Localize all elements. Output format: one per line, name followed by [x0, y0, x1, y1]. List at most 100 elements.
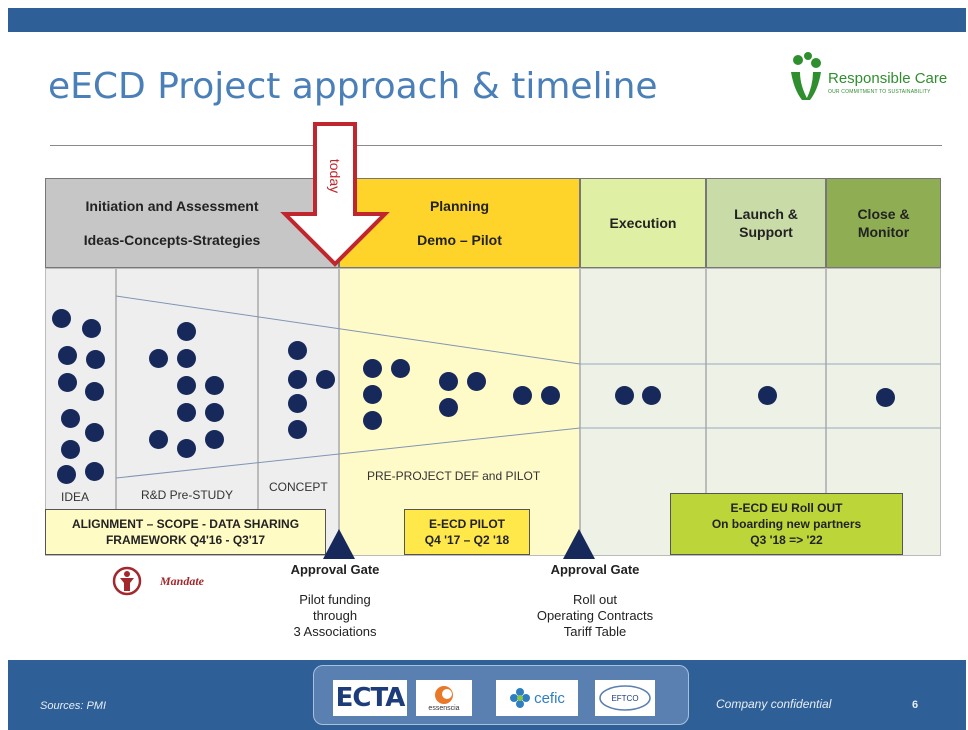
gate-title: Approval Gate: [290, 562, 380, 577]
idea-dot: [58, 373, 77, 392]
rd-dot: [177, 349, 196, 368]
concept-dot: [288, 341, 307, 360]
gate-line: Tariff Table: [563, 624, 627, 639]
rd-dot: [149, 349, 168, 368]
box-line: Q4 '17 – Q2 '18: [424, 533, 510, 547]
gate-2-text: Approval Gate Roll out Operating Contrac…: [520, 562, 670, 640]
gate-line: Pilot funding: [299, 592, 371, 607]
approval-gate-2-icon: [563, 529, 595, 559]
cefic-logo: cefic: [496, 680, 578, 716]
concept-dot: [316, 370, 335, 389]
idea-dot: [61, 440, 80, 459]
stage-label-concept: CONCEPT: [269, 480, 328, 494]
pilot-dot: [439, 372, 458, 391]
confidential-text: Company confidential: [716, 697, 832, 711]
logo-name: Responsible Care: [828, 70, 948, 87]
ecta-logo-text: ECTA: [335, 683, 406, 713]
rd-dot: [149, 430, 168, 449]
phase-initiation: Initiation and Assessment Ideas-Concepts…: [45, 178, 339, 268]
gate-line: 3 Associations: [293, 624, 377, 639]
stage-label-rd: R&D Pre-STUDY: [141, 488, 234, 502]
eftco-logo: EFTCO: [595, 680, 655, 716]
pilot-dot: [513, 386, 532, 405]
sources-text: Sources: PMI: [40, 700, 107, 712]
eftco-ring-icon: [599, 685, 651, 711]
phase-title: Initiation and Assessment: [85, 198, 259, 214]
pilot-dot: [467, 372, 486, 391]
rollout-box: E-ECD EU Roll OUT On boarding new partne…: [670, 493, 903, 555]
logo-tagline: OUR COMMITMENT TO SUSTAINABILITY: [828, 89, 931, 95]
responsible-care-logo-icon: [791, 52, 821, 100]
idea-dot: [86, 350, 105, 369]
concept-dot: [288, 420, 307, 439]
box-line: E-ECD EU Roll OUT: [730, 501, 843, 515]
concept-dot: [288, 394, 307, 413]
close-dot: [876, 388, 895, 407]
idea-dot: [58, 346, 77, 365]
phase-subtitle: Demo – Pilot: [417, 232, 502, 248]
title-divider: [50, 145, 942, 146]
gate-title: Approval Gate: [550, 562, 640, 577]
gate-1-text: Approval Gate Pilot funding through 3 As…: [280, 562, 390, 640]
ecta-logo: ECTA: [333, 680, 407, 716]
phase-title: Planning: [429, 198, 490, 214]
rd-dot: [205, 403, 224, 422]
pilot-dot: [439, 398, 458, 417]
box-line: On boarding new partners: [711, 517, 862, 531]
mandate-icon: [112, 566, 142, 596]
phase-launch: Launch & Support: [706, 178, 826, 268]
essenscia-logo: essenscia: [416, 680, 472, 716]
essenscia-logo-text: essenscia: [428, 704, 460, 712]
rd-dot: [177, 322, 196, 341]
slide-title: eECD Project approach & timeline: [48, 66, 658, 107]
pilot-dot: [541, 386, 560, 405]
phase-title: Execution: [609, 215, 677, 231]
phase-subtitle: Support: [739, 224, 793, 240]
today-label: today: [327, 158, 343, 194]
idea-dot: [61, 409, 80, 428]
idea-dot: [85, 423, 104, 442]
cefic-logo-text: cefic: [534, 689, 565, 707]
page-number: 6: [912, 699, 919, 711]
pilot-dot: [391, 359, 410, 378]
phase-execution: Execution: [580, 178, 706, 268]
essenscia-swirl-icon: [435, 685, 453, 704]
phase-planning: Planning Demo – Pilot: [339, 178, 580, 268]
rd-dot: [205, 430, 224, 449]
alignment-box: ALIGNMENT – SCOPE - DATA SHARING FRAMEWO…: [45, 509, 326, 555]
pilot-box: E-ECD PILOT Q4 '17 – Q2 '18: [404, 509, 530, 555]
rd-dot: [177, 403, 196, 422]
idea-dot: [52, 309, 71, 328]
eftco-logo-text: EFTCO: [611, 693, 639, 703]
gate-line: through: [312, 608, 358, 623]
gate-line: Roll out: [572, 592, 618, 607]
cefic-flower-icon: [510, 688, 531, 708]
box-line: FRAMEWORK Q4'16 - Q3'17: [105, 533, 266, 547]
phase-title: Close &: [857, 206, 910, 222]
pilot-dot: [363, 385, 382, 404]
execution-dot: [615, 386, 634, 405]
concept-dot: [288, 370, 307, 389]
funnel-lines: [115, 295, 941, 479]
launch-dot: [758, 386, 777, 405]
mandate-label: Mandate: [160, 574, 205, 588]
approval-gate-1-icon: [323, 529, 355, 559]
stage-preproject: [339, 268, 580, 556]
stage-label-idea: IDEA: [61, 490, 90, 504]
idea-dot: [57, 465, 76, 484]
today-label-wrap: today: [315, 146, 355, 206]
idea-dot: [85, 462, 104, 481]
pilot-dot: [363, 411, 382, 430]
idea-dot: [85, 382, 104, 401]
execution-dot: [642, 386, 661, 405]
phase-title: Launch &: [734, 206, 798, 222]
rd-dot: [177, 439, 196, 458]
gate-line: Operating Contracts: [536, 608, 654, 623]
box-line: E-ECD PILOT: [428, 517, 505, 531]
phase-close: Close & Monitor: [826, 178, 941, 268]
rd-dot: [205, 376, 224, 395]
phase-subtitle: Ideas-Concepts-Strategies: [83, 232, 261, 248]
stage-label-preproject: PRE-PROJECT DEF and PILOT: [367, 469, 541, 483]
phase-subtitle: Monitor: [857, 224, 910, 240]
top-banner: [8, 8, 966, 32]
